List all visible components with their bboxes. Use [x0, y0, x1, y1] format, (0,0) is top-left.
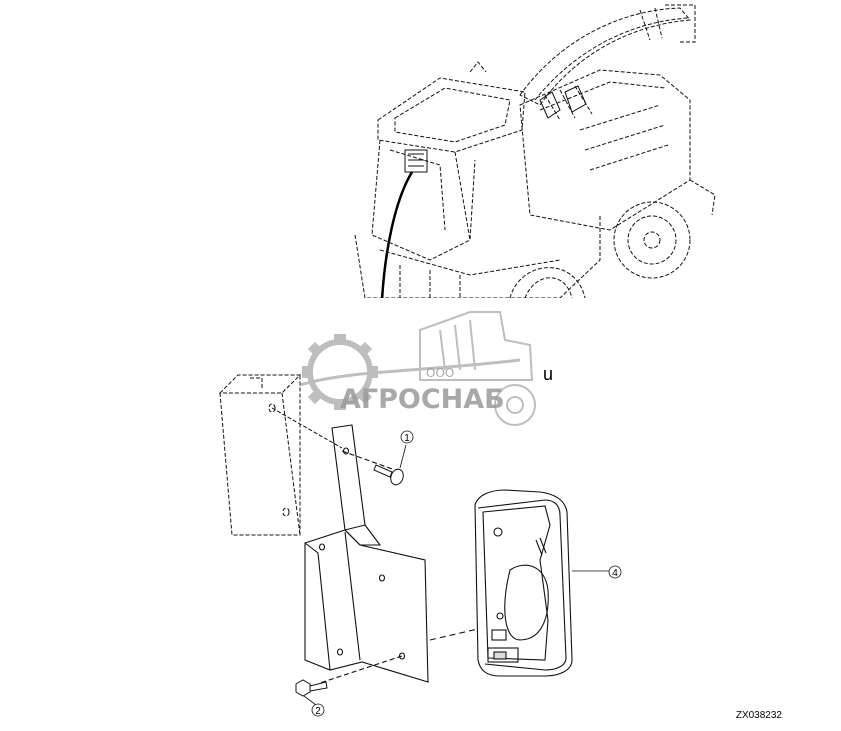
harvester-detail-lines — [404, 85, 587, 173]
callout-4-label: 4 — [612, 568, 618, 579]
stray-text: u — [543, 364, 553, 384]
watermark-name: АГРОСНАБ — [340, 384, 505, 415]
mounting-post — [218, 374, 343, 536]
bracket — [304, 424, 496, 684]
watermark-gear-teeth — [302, 334, 378, 410]
light-housing — [474, 489, 573, 677]
screw-1 — [373, 464, 404, 486]
callout-4: 4 — [572, 565, 622, 579]
overview-cutoff — [340, 298, 590, 308]
watermark — [299, 311, 536, 426]
callout-1-label: 1 — [404, 433, 410, 444]
watermark-harvester-icon — [419, 311, 536, 426]
harvester-overview — [354, 4, 716, 299]
watermark-prefix: ООО — [426, 366, 454, 380]
callout-2-label: 2 — [315, 706, 321, 717]
figure-code: ZX038232 — [736, 710, 783, 721]
leader-line — [380, 171, 414, 301]
screw-2 — [295, 679, 328, 697]
callout-2: 2 — [303, 695, 325, 717]
callout-1: 1 — [399, 430, 414, 469]
